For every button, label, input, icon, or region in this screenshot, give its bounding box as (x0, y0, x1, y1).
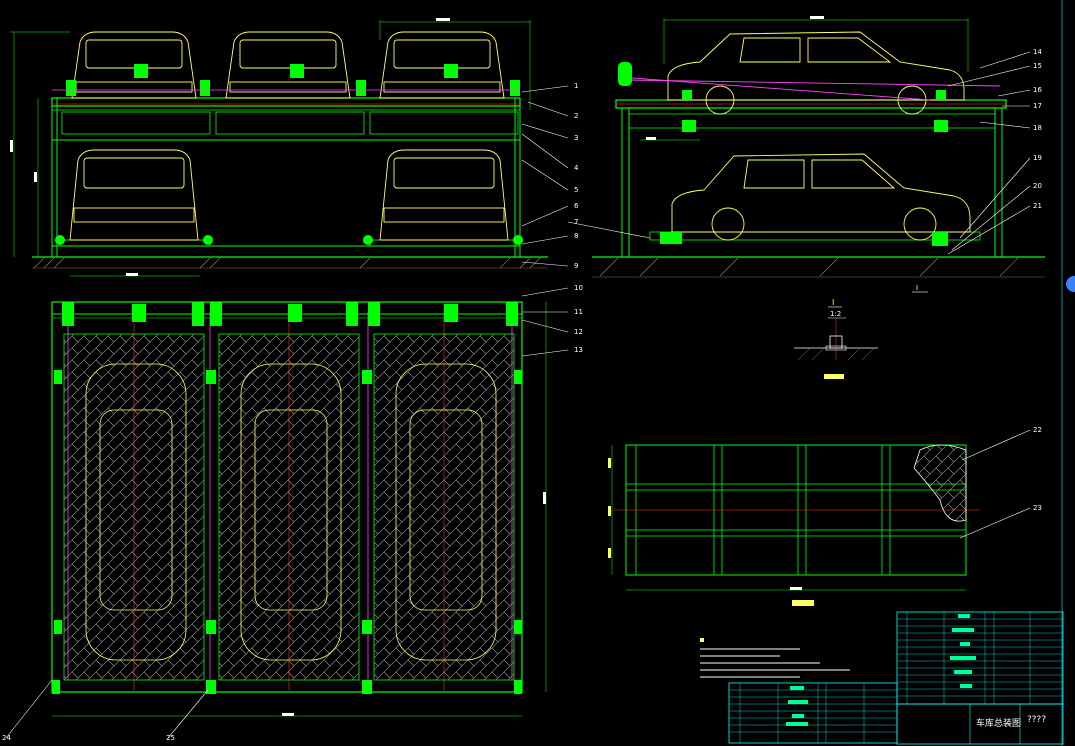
callout-number: 8 (574, 232, 578, 240)
callout-number: 14 (1033, 48, 1042, 56)
callout-number: 5 (574, 186, 578, 194)
callout-leader (961, 429, 1031, 461)
detail-scale: 1:2 (830, 310, 841, 318)
platform-plan-view (608, 444, 980, 606)
callout-number: 15 (1033, 62, 1042, 70)
callout-leader (521, 159, 569, 191)
callout-number: 1 (574, 82, 578, 90)
callout-number: 24 (2, 734, 11, 742)
drawing-title: 车库总装图 (976, 717, 1021, 729)
callout-number: 21 (1033, 202, 1042, 210)
callout-number: 17 (1033, 102, 1042, 110)
callout-number: 25 (166, 734, 175, 742)
callout-leader (521, 261, 569, 267)
callout-number: 19 (1033, 154, 1042, 162)
technical-notes (700, 638, 850, 678)
callout-leader (979, 51, 1031, 69)
callout-leader (951, 185, 1031, 251)
callout-leader (521, 133, 569, 169)
callout-number: 10 (574, 284, 583, 292)
callout-number: 3 (574, 134, 578, 142)
callout-leader (947, 65, 1031, 87)
callout-number: 11 (574, 308, 583, 316)
callout-leader (959, 157, 1031, 239)
callout-leader (521, 205, 569, 227)
callout-number: 2 (574, 112, 578, 120)
section-mark-right: I (916, 284, 918, 292)
detail-mark: I (832, 298, 834, 307)
callout-number: 6 (574, 202, 579, 210)
callout-leader (521, 85, 569, 93)
callout-leader (5, 679, 53, 739)
callout-leader (527, 101, 569, 117)
callout-number: 4 (574, 164, 579, 172)
callout-number: 22 (1033, 426, 1042, 434)
callout-number: 12 (574, 328, 583, 336)
callout-number: 9 (574, 262, 578, 270)
callout-leader (167, 689, 209, 739)
callout-leader (979, 121, 1031, 129)
callout-number: 23 (1033, 504, 1042, 512)
side-elevation-view (592, 16, 1045, 278)
callout-number: 18 (1033, 124, 1042, 132)
callout-leader (521, 349, 569, 357)
callout-leader (521, 123, 569, 139)
parts-list: 车库总装图 ???? (728, 611, 1064, 745)
callout-number: 7 (574, 218, 578, 226)
section-detail-i: I 1:2 (794, 298, 878, 379)
scroll-edge-handle[interactable] (1066, 276, 1075, 292)
callout-number: 13 (574, 346, 583, 354)
callout-number: 16 (1033, 86, 1042, 94)
callout-leader (567, 221, 651, 239)
front-elevation-view (10, 18, 548, 277)
drawing-code: ???? (1027, 715, 1046, 725)
callout-leader (521, 287, 569, 297)
callout-leader (947, 205, 1031, 255)
callout-leader (521, 319, 569, 333)
callout-number: 20 (1033, 182, 1042, 190)
callout-leader (997, 89, 1031, 97)
plan-view (51, 301, 547, 717)
callout-leader (521, 235, 569, 245)
callout-leader (959, 507, 1031, 539)
